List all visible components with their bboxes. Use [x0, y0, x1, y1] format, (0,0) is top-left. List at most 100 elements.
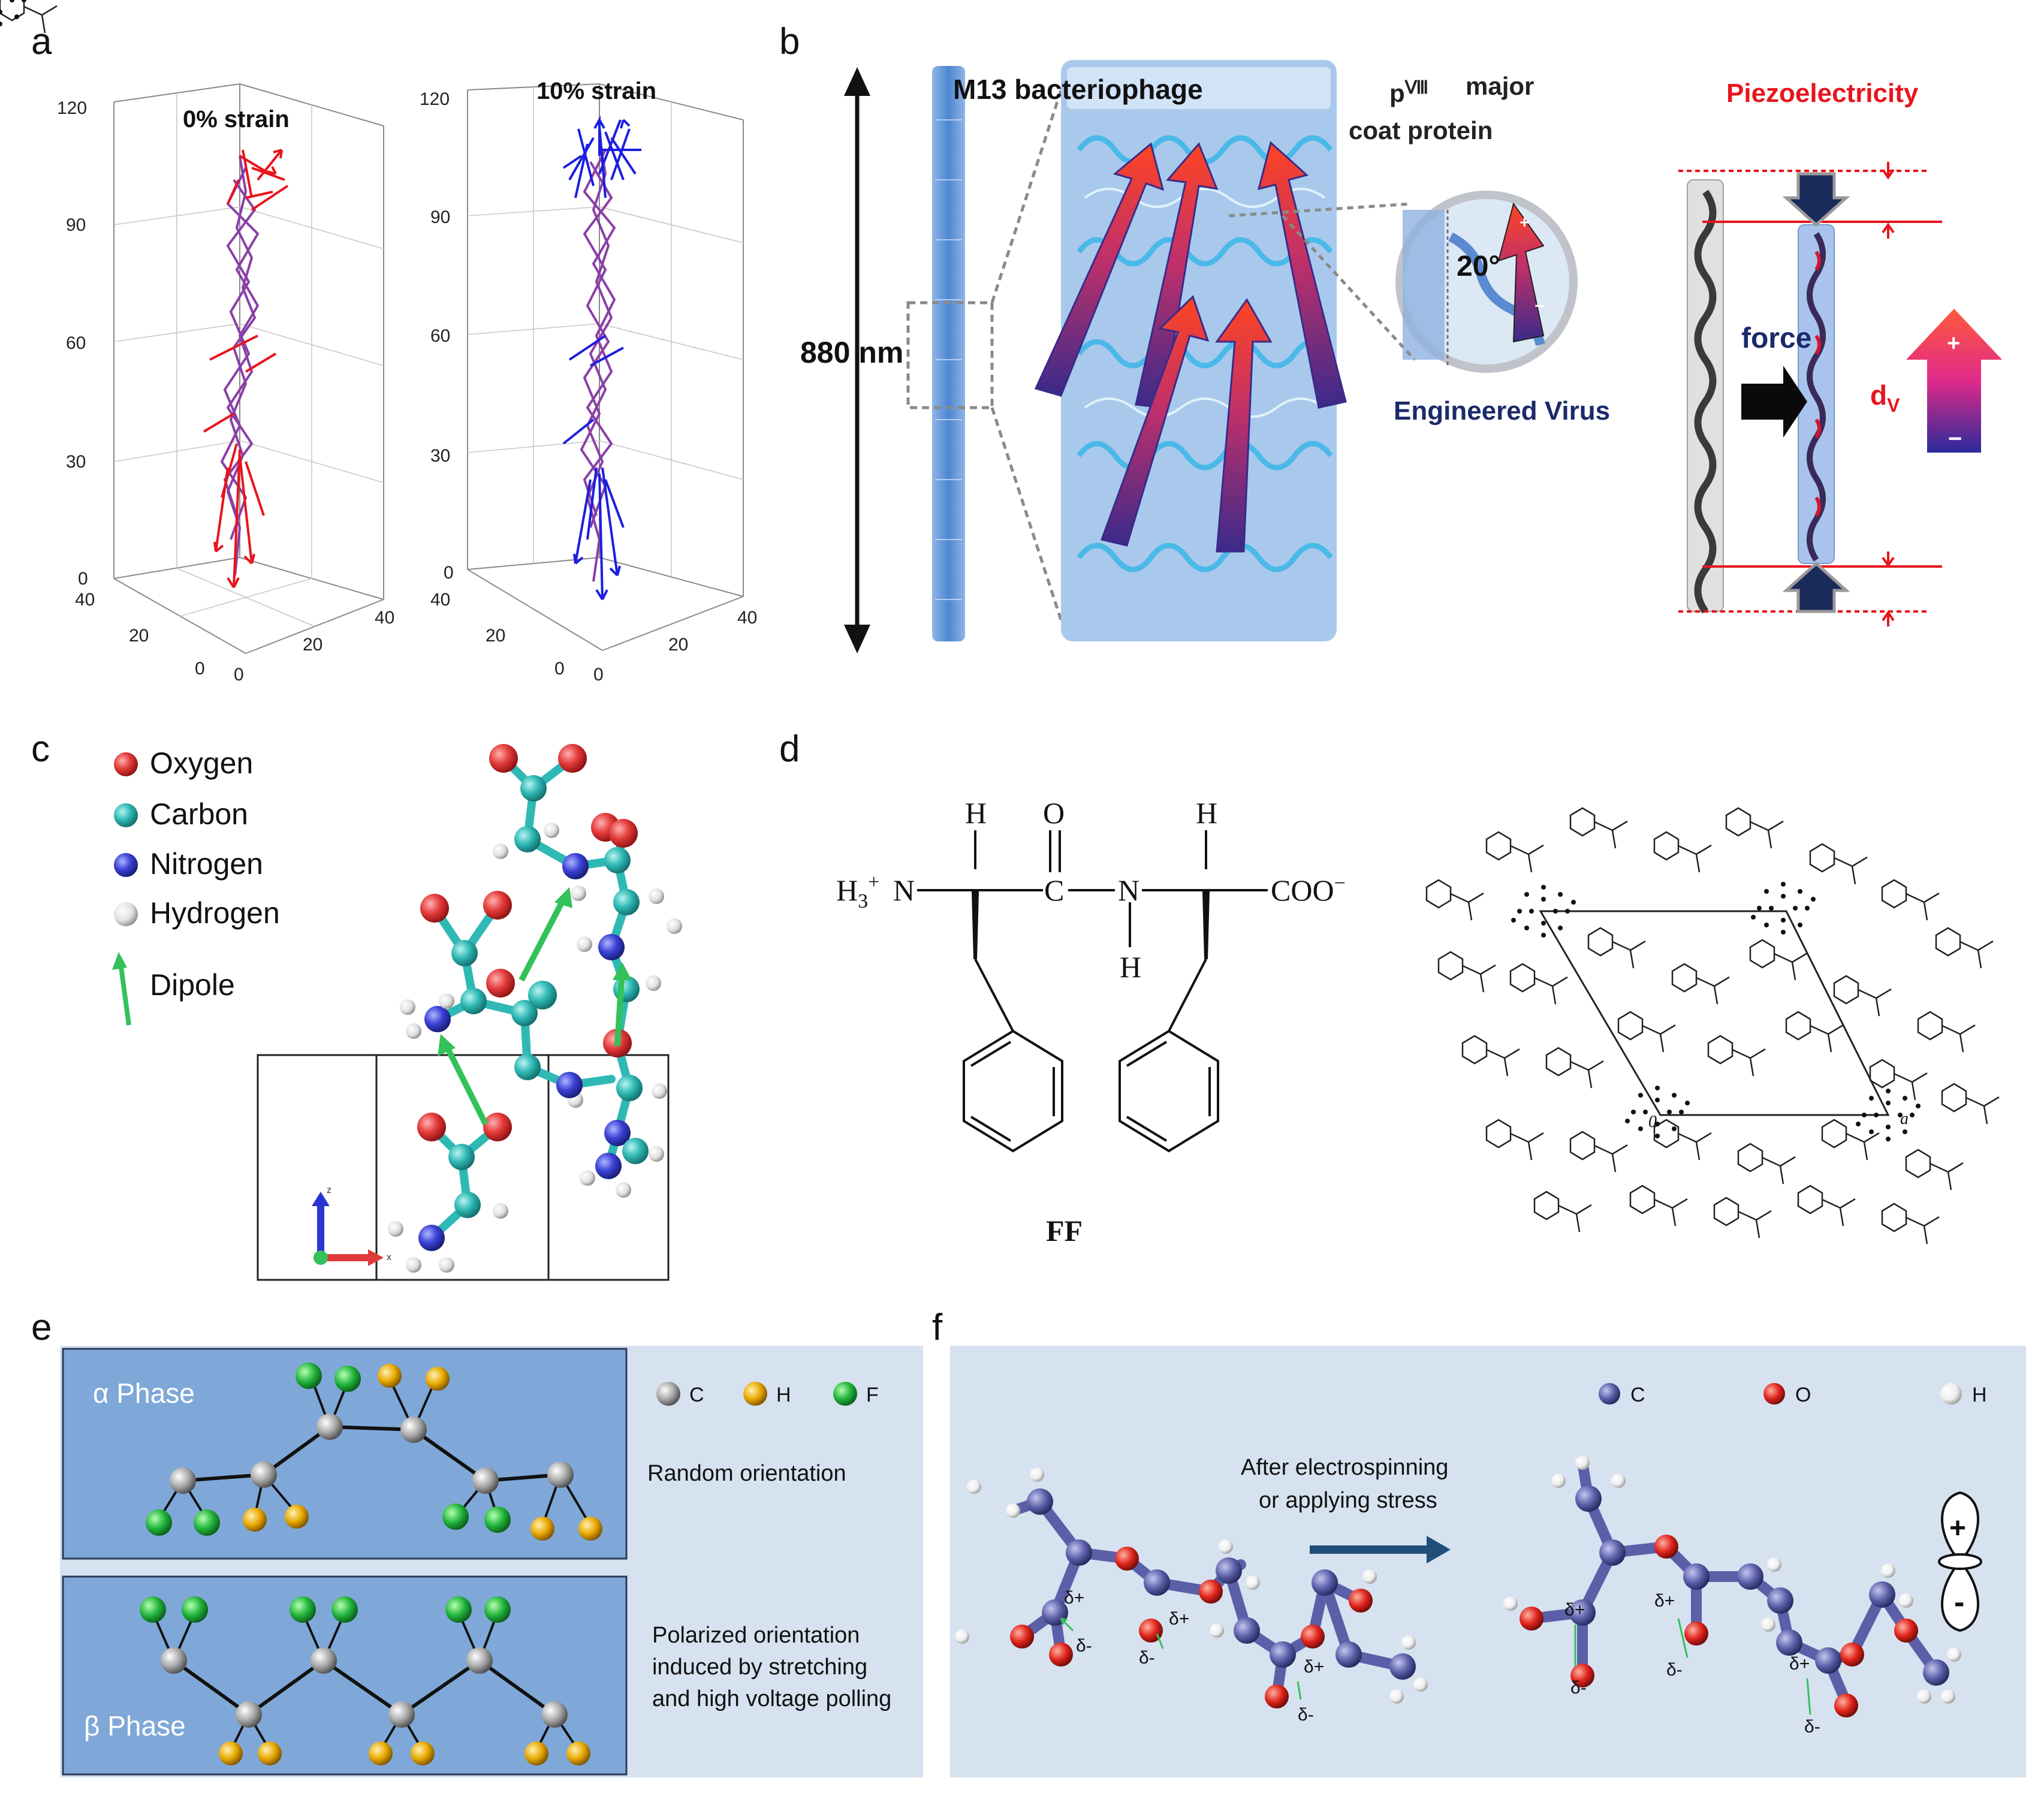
pla-after-dipole-ticks: [1574, 1618, 1811, 1715]
engineered-virus-label: Engineered Virus: [1394, 396, 1610, 426]
beta-description-line-3: and high voltage polling: [652, 1686, 891, 1711]
process-arrowhead: [1427, 1536, 1451, 1563]
crystal-a-label: a: [1900, 1110, 1909, 1128]
panel-c-legend: Oxygen Carbon Nitrogen Hydrogen Dipole: [112, 746, 280, 1026]
capsid-dipole-arrows: [1034, 141, 1347, 553]
svg-text:0: 0: [195, 659, 205, 679]
angle-label: 20°: [1457, 251, 1500, 282]
panel-e-legend: C H F: [656, 1382, 879, 1406]
svg-text:0: 0: [444, 563, 454, 583]
legend-hydrogen-atom-icon: [114, 902, 138, 926]
svg-text:120: 120: [420, 89, 450, 109]
phage-label: M13 bacteriophage: [953, 74, 1203, 105]
ff-h3n: H3+: [836, 871, 879, 912]
panel-f: f C O H After electrospinning or applyin…: [932, 1307, 2026, 1777]
alpha-description: Random orientation: [647, 1461, 846, 1486]
svg-text:δ-: δ-: [1139, 1648, 1155, 1668]
legend-h-atom-icon: [1940, 1383, 1962, 1405]
legend-c-label: C: [1630, 1384, 1645, 1406]
legend-o-atom-icon: [1763, 1383, 1785, 1405]
zoom-lines: [990, 71, 1069, 639]
panel-a-right-ticks: 0 30 60 90 120 40 20 0 0 20 40: [420, 89, 757, 685]
legend-oxygen-label: Oxygen: [150, 746, 253, 780]
legend-f-label: F: [866, 1384, 879, 1406]
piezo-label: Piezoelectricity: [1726, 79, 1919, 108]
phage-rod-texture: [935, 119, 962, 600]
legend-hydrogen-label: Hydrogen: [150, 896, 280, 930]
ff-benzene-rings: [963, 1029, 1219, 1153]
legend-c-atom-icon: [1599, 1383, 1620, 1405]
inset-dipole-arrow: [1497, 202, 1545, 343]
panel-e: e α Phase β Phase: [31, 1307, 923, 1777]
svg-text:20: 20: [129, 626, 149, 646]
panel-label-a: a: [31, 21, 52, 62]
svg-text:δ-: δ-: [1298, 1705, 1314, 1725]
panel-a-right-title: 10% strain: [536, 78, 656, 104]
piezo-plus: +: [1947, 331, 1960, 356]
svg-text:90: 90: [66, 215, 86, 235]
process-label-line-1: After electrospinning: [1241, 1455, 1448, 1480]
svg-text:40: 40: [430, 590, 450, 610]
svg-text:δ+: δ+: [1564, 1600, 1585, 1620]
inset-connector-lines: [1228, 202, 1416, 361]
legend-carbon-label: Carbon: [150, 797, 248, 831]
panel-a-left-dipoles: [203, 149, 289, 589]
ff-h-bottom: H: [1120, 950, 1141, 984]
length-label: 880 nm: [800, 336, 903, 369]
svg-text:z: z: [327, 1185, 331, 1195]
panel-label-b: b: [779, 21, 800, 62]
ff-c-mid: C: [1044, 873, 1064, 907]
svg-text:20: 20: [668, 635, 688, 655]
process-label-line-2: or applying stress: [1259, 1488, 1437, 1513]
svg-text:60: 60: [66, 333, 86, 353]
svg-text:30: 30: [66, 452, 86, 472]
piezo-diagram: [1678, 162, 2002, 626]
panel-label-d: d: [779, 728, 800, 770]
protein-label-p: pⅧ: [1389, 78, 1428, 107]
polarization-plus: +: [1949, 1512, 1966, 1544]
phage-rod: [932, 66, 965, 641]
svg-text:δ+: δ+: [1304, 1657, 1324, 1677]
panel-c-dipole-arrows: [438, 887, 632, 1126]
legend-h-label: H: [776, 1384, 791, 1406]
pla-molecule-after: [1503, 1456, 1961, 1717]
svg-text:δ-: δ-: [1570, 1678, 1587, 1698]
svg-text:30: 30: [430, 446, 450, 466]
svg-text:δ+: δ+: [1064, 1588, 1084, 1608]
length-scale-arrow: [844, 67, 870, 653]
phage-title-band: [1067, 67, 1331, 109]
ff-wedge-left: [972, 891, 979, 959]
svg-text:x: x: [387, 1252, 391, 1262]
legend-c-label: C: [689, 1384, 704, 1406]
panel-c-molecule-atoms: [388, 744, 682, 1273]
legend-dipole-icon: [117, 957, 131, 1026]
panel-c-axes: z x: [312, 1185, 391, 1266]
beta-chain: [140, 1596, 590, 1765]
piezo-minus: −: [1948, 426, 1962, 452]
legend-o-label: O: [1795, 1384, 1811, 1406]
alpha-chain: [146, 1363, 602, 1541]
svg-text:δ-: δ-: [1666, 1660, 1683, 1680]
ff-structure-bonds: [917, 830, 1268, 1032]
svg-text:20: 20: [486, 626, 505, 646]
legend-dipole-label: Dipole: [150, 968, 235, 1002]
panel-d: d H O H H3+ N C N H COO− FF: [0, 0, 2000, 1247]
polarization-icon: [1938, 1491, 1982, 1632]
legend-oxygen-atom-icon: [114, 752, 138, 776]
ff-caption: FF: [1046, 1214, 1083, 1247]
crystal-packing: [0, 0, 2000, 1245]
svg-text:40: 40: [75, 590, 95, 610]
svg-text:90: 90: [430, 207, 450, 227]
svg-text:40: 40: [737, 608, 757, 628]
pla-after-charges: δ+ δ- δ+ δ- δ+ δ-: [1564, 1591, 1820, 1737]
alpha-phase-label: α Phase: [93, 1378, 195, 1409]
svg-text:60: 60: [430, 326, 450, 346]
crystal-origin-label: 0: [1648, 1113, 1657, 1131]
svg-text:40: 40: [375, 608, 394, 628]
panel-a-left-title: 0% strain: [183, 106, 290, 132]
inset-minus: −: [1534, 296, 1545, 316]
pla-before-dipole-ticks: [1060, 1617, 1302, 1700]
zoom-box: [906, 301, 994, 409]
panel-b: b 880 nm: [779, 21, 2002, 653]
